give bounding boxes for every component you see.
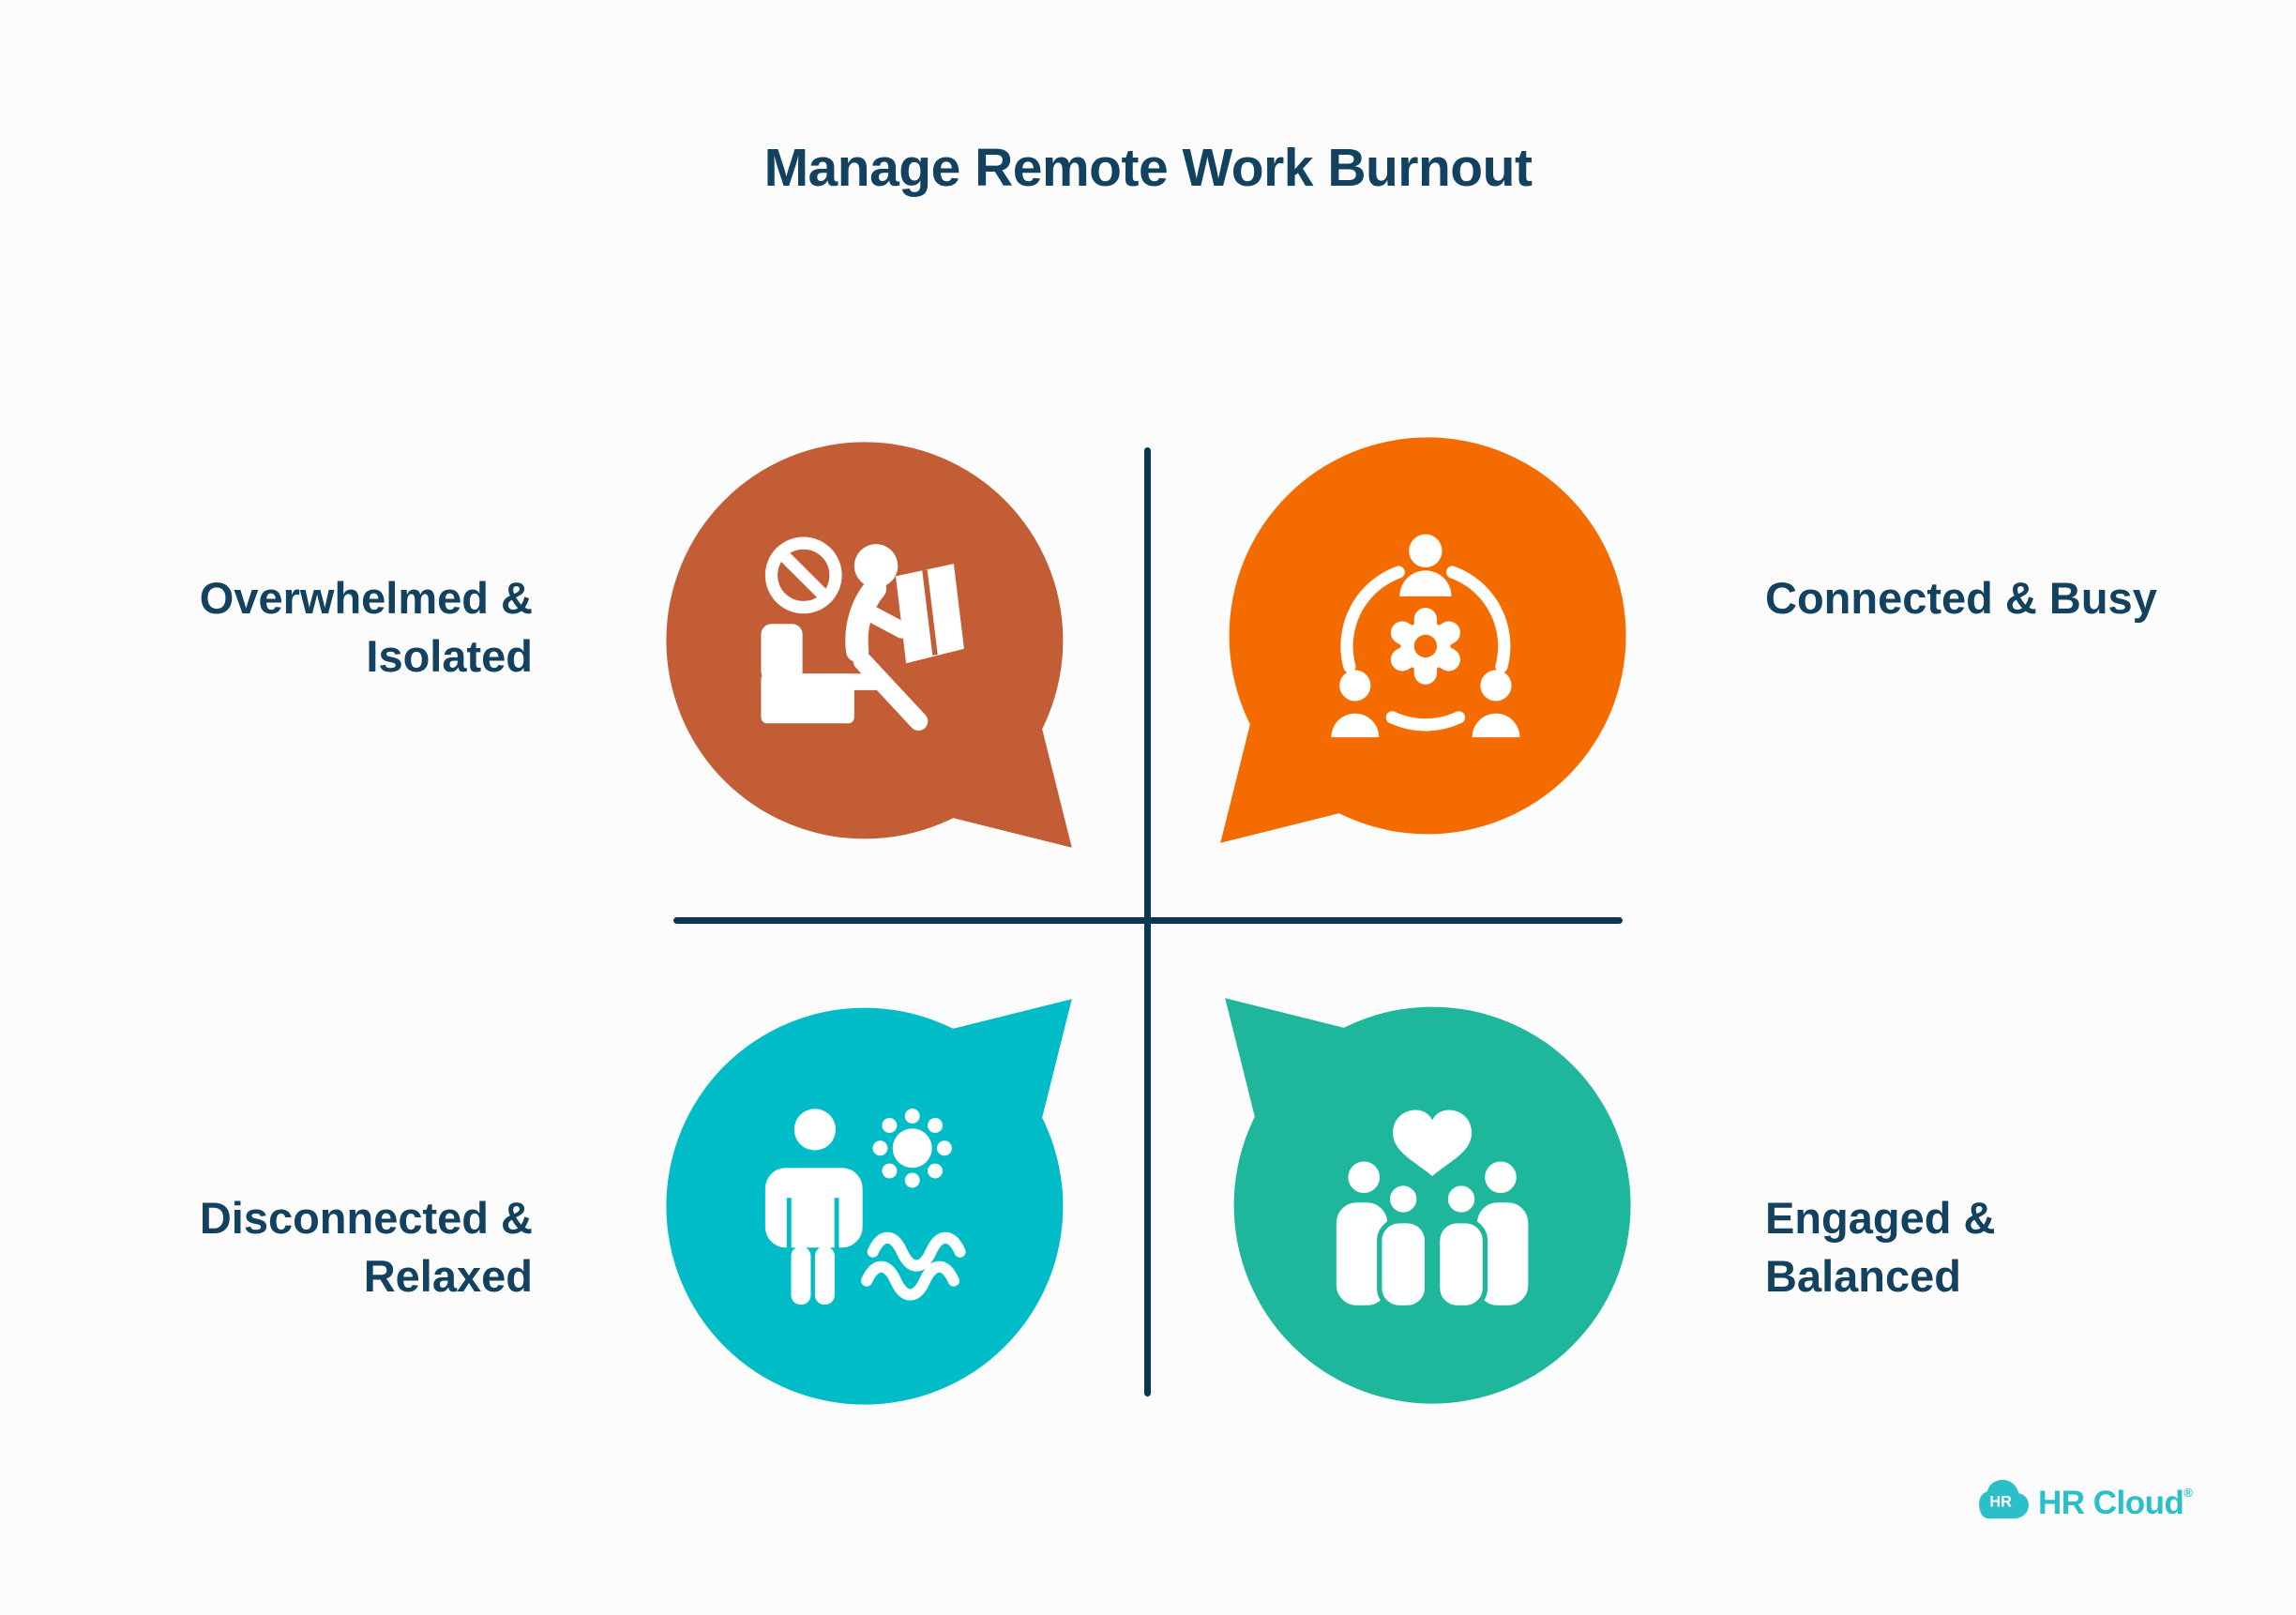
logo-badge-text: HR	[1989, 1493, 2012, 1510]
label-disconnected-relaxed: Disconnected & Relaxed	[199, 1193, 533, 1301]
label-overwhelmed-isolated: Overwhelmed & Isolated	[199, 573, 533, 681]
no-break-toilet-person-icon	[761, 536, 964, 731]
registered-mark: ®	[2183, 1486, 2193, 1500]
label-connected-busy: Connected & Busy	[1765, 573, 2157, 623]
speech-bubble-disconnected	[666, 999, 1072, 1405]
page-title: Manage Remote Work Burnout	[763, 138, 1533, 198]
speech-bubble-engaged	[1225, 998, 1631, 1404]
vertical-axis-line	[1144, 447, 1151, 1396]
logo-wordmark: HR Cloud®	[2038, 1485, 2193, 1521]
team-around-gear-icon	[1331, 534, 1520, 738]
hr-cloud-badge-icon: HR	[1979, 1479, 2029, 1518]
family-heart-icon	[1331, 1109, 1533, 1311]
speech-bubble-overwhelmed	[666, 442, 1072, 848]
hr-cloud-logo: HR HR Cloud®	[1977, 1471, 2193, 1526]
speech-bubble-connected	[1220, 437, 1626, 843]
person-sun-waves-icon	[764, 1109, 966, 1306]
label-engaged-balanced: Engaged & Balanced	[1765, 1193, 1996, 1301]
